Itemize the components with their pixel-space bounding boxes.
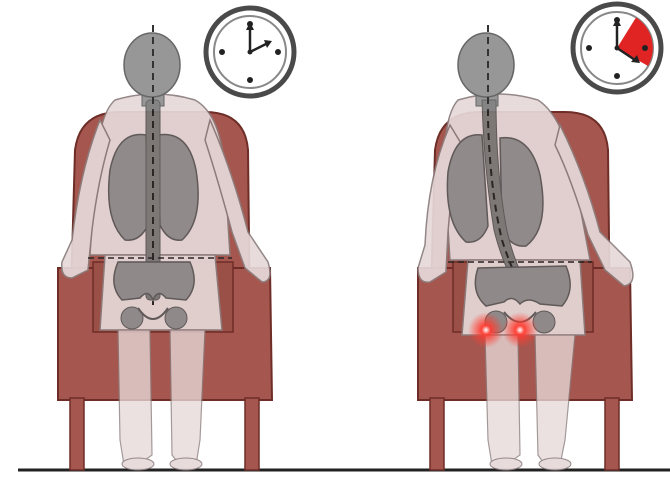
left-panel-upright xyxy=(58,8,294,470)
pressure-point xyxy=(502,312,538,348)
clock-icon xyxy=(206,8,294,96)
head xyxy=(458,33,514,97)
left-foot xyxy=(122,458,154,470)
hip-joint xyxy=(165,307,187,329)
right-foot xyxy=(539,458,571,470)
right-leg xyxy=(535,335,575,465)
chair-leg xyxy=(430,398,444,470)
left-leg xyxy=(118,330,152,465)
chair-leg xyxy=(245,398,259,470)
left-leg xyxy=(485,335,520,465)
right-leg xyxy=(170,330,205,465)
chair-leg xyxy=(605,398,619,470)
pressure-point xyxy=(468,312,504,348)
human-figure xyxy=(418,25,633,470)
chair-leg xyxy=(70,398,84,470)
pelvis xyxy=(475,266,570,306)
clock-icon xyxy=(573,4,661,92)
pelvis xyxy=(114,262,194,300)
left-foot xyxy=(490,458,522,470)
right-foot xyxy=(170,458,202,470)
right-panel-slouched xyxy=(418,4,661,470)
